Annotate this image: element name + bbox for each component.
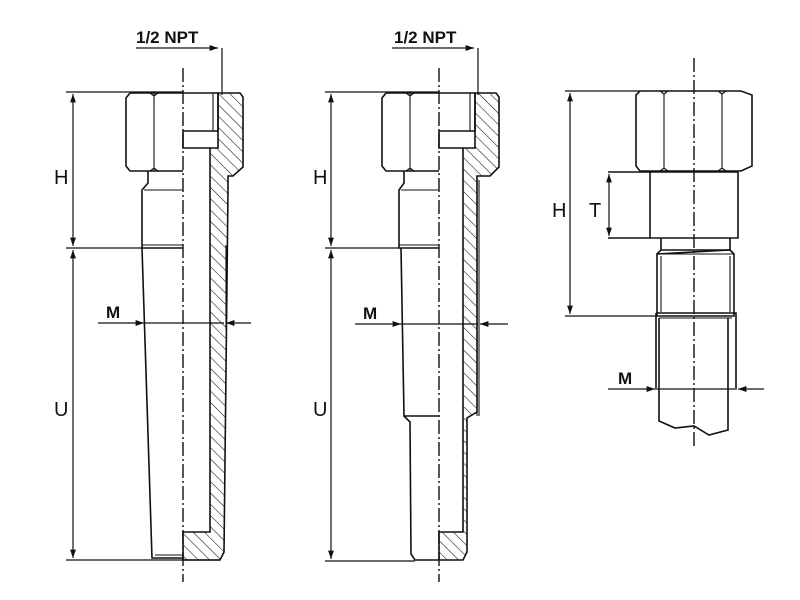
diameter-label: M xyxy=(363,304,377,323)
thread-section xyxy=(141,171,183,249)
thread-label: 1/2 NPT xyxy=(136,28,199,47)
insertion-label: U xyxy=(54,399,68,421)
insertion-label: U xyxy=(313,399,327,421)
height-label: H xyxy=(313,167,327,189)
tapered-stem xyxy=(141,247,183,559)
hex-nut xyxy=(381,92,439,172)
height-label: H xyxy=(552,200,566,222)
thread-label: 1/2 NPT xyxy=(394,28,457,47)
view-hex-adapter: H T M xyxy=(552,58,764,448)
stem xyxy=(655,312,737,388)
thread-section xyxy=(398,171,439,249)
thread-section xyxy=(656,249,735,317)
section-hatch xyxy=(182,92,244,561)
hex-nut xyxy=(125,92,183,172)
view-stepped-thermowell: 1/2 NPT H U M xyxy=(313,28,508,582)
section-hatch xyxy=(438,92,500,561)
hex-flat-section xyxy=(608,171,739,239)
hex-nut xyxy=(635,90,753,172)
stepped-stem xyxy=(400,247,439,561)
height-label: H xyxy=(54,167,68,189)
view-tapered-thermowell: 1/2 NPT H U M xyxy=(54,28,251,582)
diameter-label: M xyxy=(106,303,120,322)
diameter-label: M xyxy=(618,369,632,388)
hex-thickness-label: T xyxy=(589,200,601,222)
